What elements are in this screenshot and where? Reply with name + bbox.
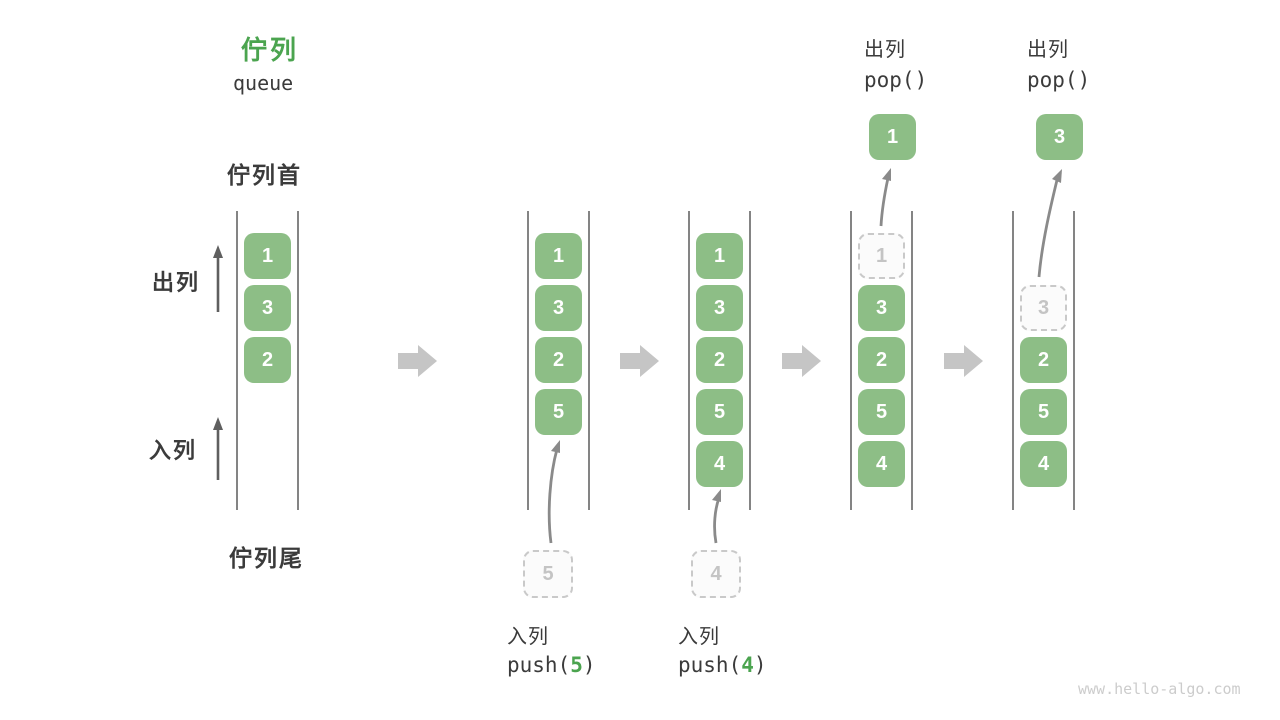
queue-tail-label: 佇列尾 — [229, 545, 304, 571]
push5-op-label: 入列 — [507, 626, 549, 648]
push5-op-code: push(5) — [507, 653, 596, 677]
queue-cell: 5 — [535, 389, 582, 435]
queue-cell: 1 — [696, 233, 743, 279]
queue-cell: 3 — [696, 285, 743, 331]
transition-arrow — [620, 345, 659, 377]
transition-arrow — [782, 345, 821, 377]
pending-cell: 4 — [691, 550, 741, 598]
queue-walls — [236, 211, 1075, 510]
queue-cell: 4 — [696, 441, 743, 487]
pop1-op-code: pop() — [864, 68, 928, 92]
removed-cell: 1 — [858, 233, 905, 279]
diagram-title: 佇列 — [241, 35, 300, 65]
queue-cell: 3 — [244, 285, 291, 331]
push5-arrow — [547, 440, 560, 544]
diagram-subtitle: queue — [233, 71, 294, 95]
queue-cell: 3 — [535, 285, 582, 331]
queue-cell: 4 — [858, 441, 905, 487]
transition-arrow — [944, 345, 983, 377]
transition-arrow — [398, 345, 437, 377]
push4-arg: 4 — [741, 653, 754, 677]
enqueue-label: 入列 — [149, 438, 198, 463]
push4-arrow — [712, 489, 721, 544]
push5-arg: 5 — [570, 653, 583, 677]
popped-cell: 1 — [869, 114, 916, 160]
pop2-op-code: pop() — [1027, 68, 1091, 92]
enqueue-direction-arrow — [213, 417, 223, 480]
pop1-arrow — [879, 168, 891, 227]
push4-op-label: 入列 — [678, 626, 720, 648]
queue-cell: 5 — [1020, 389, 1067, 435]
pop2-arrow — [1037, 169, 1062, 278]
queue-cell: 2 — [244, 337, 291, 383]
push4-op-code: push(4) — [678, 653, 767, 677]
queue-cell: 5 — [858, 389, 905, 435]
removed-cell: 3 — [1020, 285, 1067, 331]
pop1-op-label: 出列 — [864, 39, 906, 61]
dequeue-label: 出列 — [152, 270, 201, 295]
queue-cell: 2 — [1020, 337, 1067, 383]
popped-cell: 3 — [1036, 114, 1083, 160]
queue-cell: 5 — [696, 389, 743, 435]
queue-cell: 4 — [1020, 441, 1067, 487]
dequeue-direction-arrow — [213, 245, 223, 312]
queue-cell: 2 — [696, 337, 743, 383]
pending-cell: 5 — [523, 550, 573, 598]
pop2-op-label: 出列 — [1027, 39, 1069, 61]
watermark: www.hello-algo.com — [1078, 680, 1241, 698]
queue-cell: 2 — [535, 337, 582, 383]
queue-cell: 2 — [858, 337, 905, 383]
queue-front-label: 佇列首 — [227, 162, 302, 188]
queue-cell: 1 — [244, 233, 291, 279]
queue-cell: 1 — [535, 233, 582, 279]
queue-cell: 3 — [858, 285, 905, 331]
